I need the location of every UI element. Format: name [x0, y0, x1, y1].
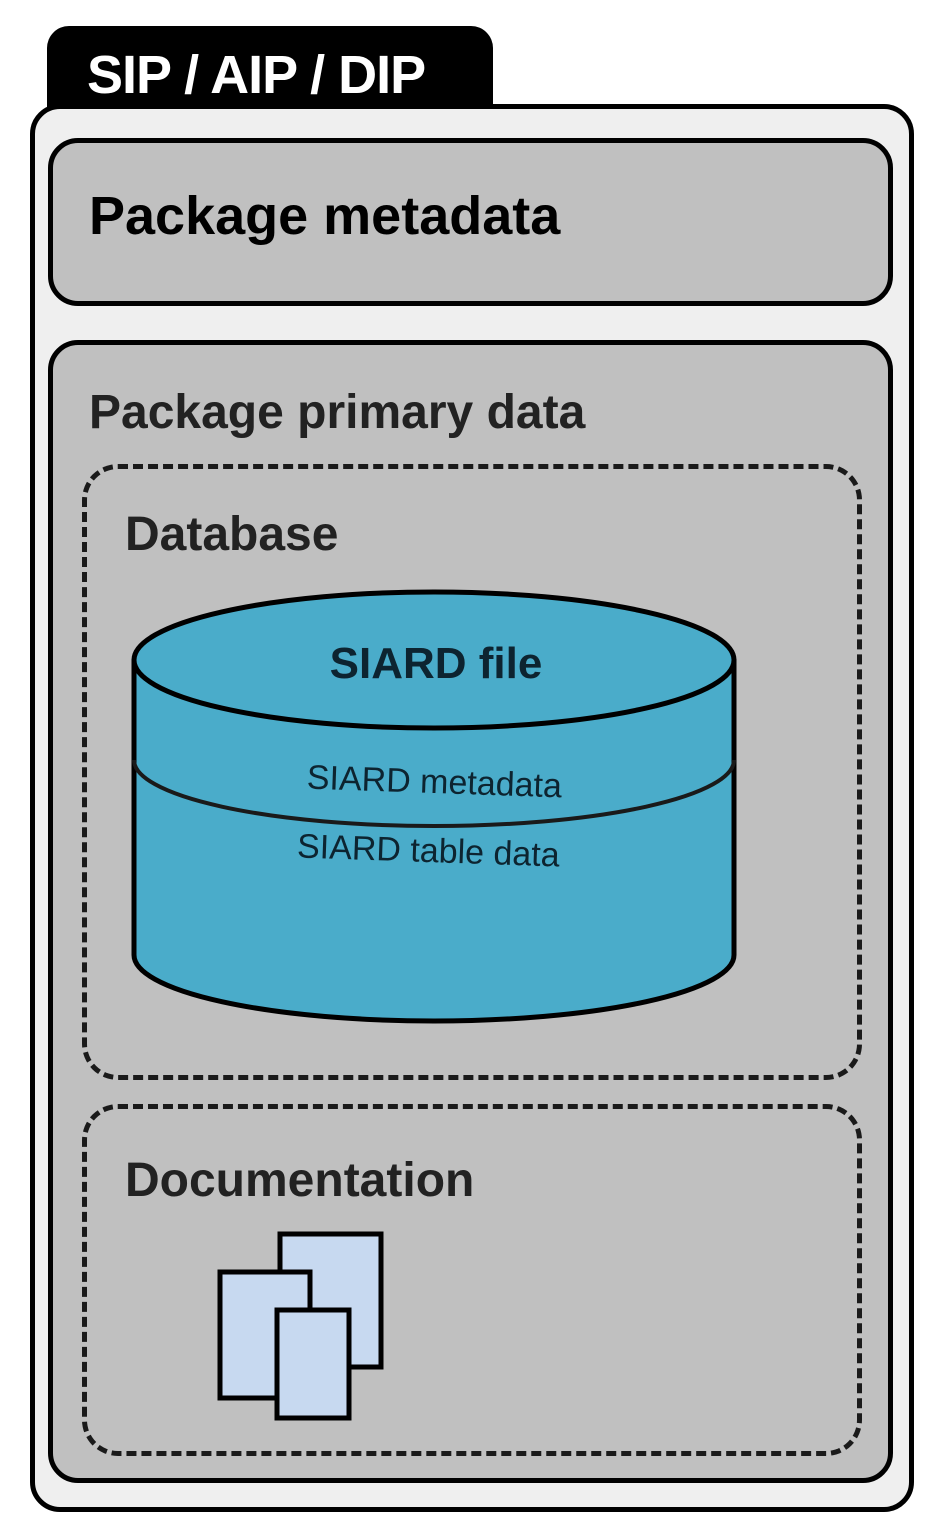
siard-metadata-label: SIARD metadata — [306, 759, 562, 806]
database-box: Database — [82, 464, 862, 1080]
database-label: Database — [125, 508, 339, 561]
documentation-box: Documentation — [82, 1104, 862, 1456]
document-front — [274, 1307, 352, 1421]
cylinder-body — [131, 657, 737, 1024]
package-type-label: SIP / AIP / DIP — [87, 45, 426, 105]
documentation-label: Documentation — [125, 1154, 475, 1207]
documents-stack-icon — [217, 1231, 384, 1421]
siard-table-data-label: SIARD table data — [296, 827, 560, 874]
package-metadata-label: Package metadata — [89, 186, 561, 246]
siard-file-label: SIARD file — [330, 639, 543, 688]
siard-file-cylinder: SIARD file SIARD metadata SIARD table da… — [131, 589, 737, 1024]
package-primary-data-label: Package primary data — [89, 386, 586, 439]
cylinder-divider — [132, 759, 736, 828]
cylinder-top — [131, 589, 737, 731]
package-metadata-box: Package metadata — [48, 138, 893, 306]
